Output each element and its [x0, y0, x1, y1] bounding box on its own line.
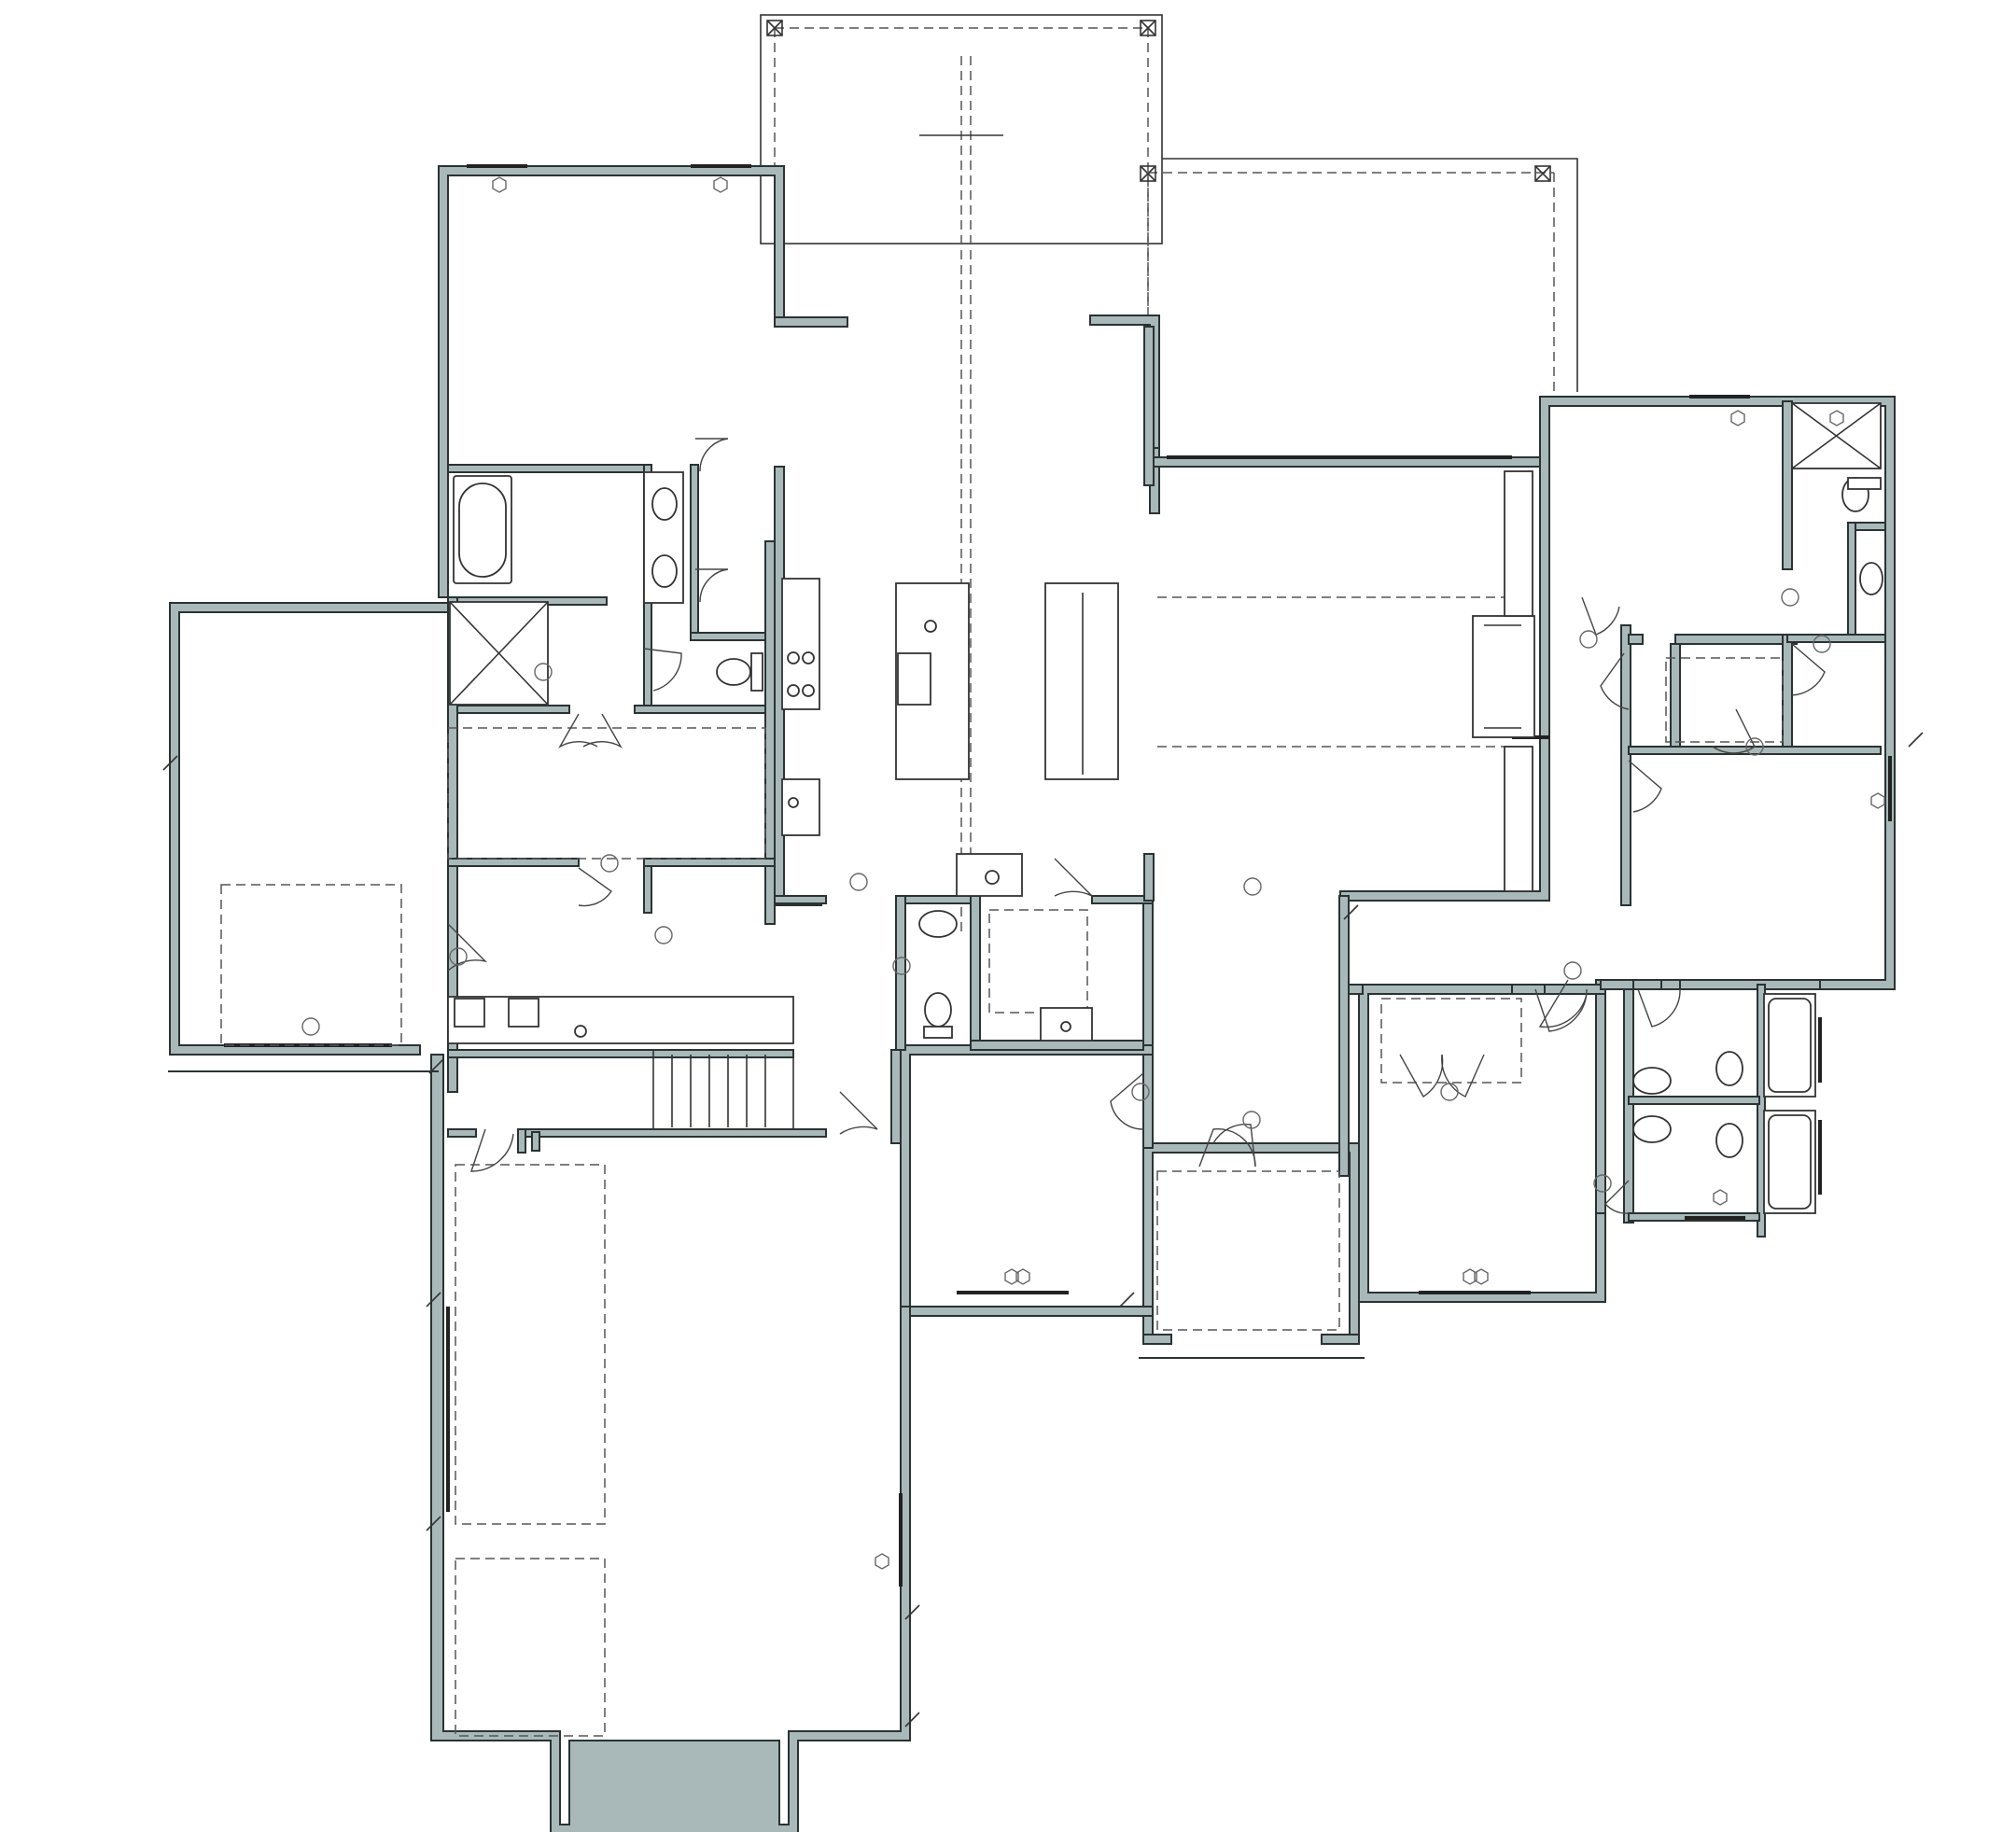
toilet-icon [1632, 1051, 1743, 1158]
smoke-detector-icon [492, 176, 1885, 1570]
bathtub-icon [453, 475, 512, 584]
kitchen-walls [774, 326, 1155, 904]
sink-icon [1859, 562, 1883, 595]
cooktop-icon [781, 578, 820, 836]
shower-icon [1791, 402, 1882, 469]
door-swing-icon [447, 438, 1826, 1214]
ceiling-outlines [220, 596, 1784, 1737]
toilet-icon [1841, 477, 1882, 512]
windows [224, 164, 1892, 1587]
toilet-icon [918, 910, 958, 1039]
bathtub-icon [1763, 993, 1816, 1214]
dining-table [1044, 582, 1119, 780]
sink-icon [643, 471, 684, 604]
sink-icon [956, 853, 1023, 897]
fireplace [1472, 470, 1535, 892]
stairs [652, 1049, 794, 1130]
exterior-walls [169, 165, 1896, 1832]
dimension-ticks [162, 732, 1924, 1727]
kitchen-island [895, 582, 970, 780]
toilet-icon [716, 652, 763, 692]
covered-porch [760, 14, 1163, 933]
shower-icon [449, 601, 549, 706]
rear-patio [1140, 158, 1578, 448]
ceiling-light-icon [301, 588, 1831, 1193]
sink-icon [447, 996, 794, 1044]
sink-icon [1040, 1007, 1093, 1042]
